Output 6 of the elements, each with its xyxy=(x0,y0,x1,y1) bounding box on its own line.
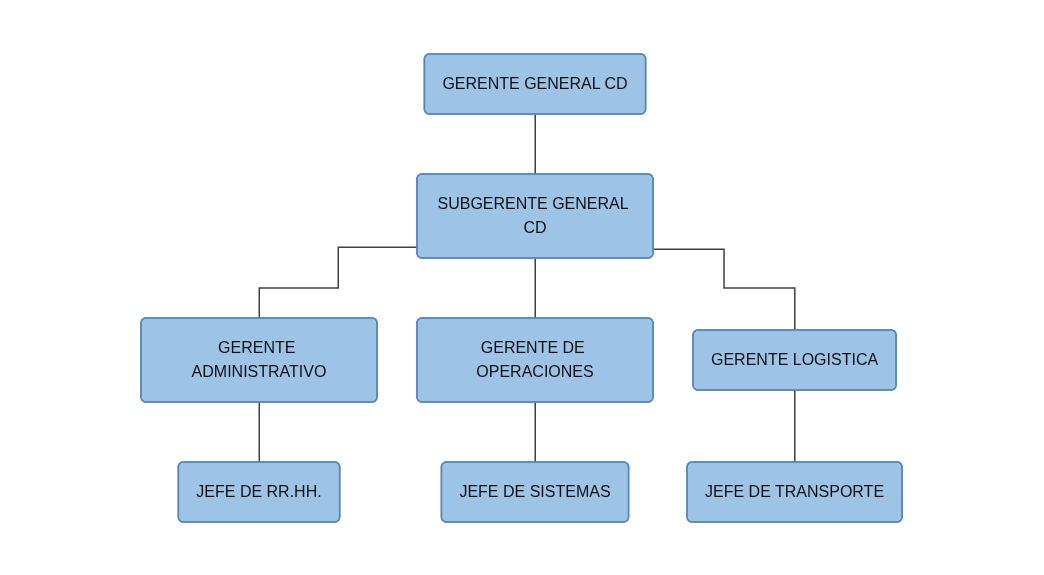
connector xyxy=(534,113,537,175)
connector xyxy=(534,401,537,463)
connector xyxy=(534,257,537,319)
connector xyxy=(258,401,261,463)
connector xyxy=(653,247,797,331)
connector xyxy=(794,389,797,463)
